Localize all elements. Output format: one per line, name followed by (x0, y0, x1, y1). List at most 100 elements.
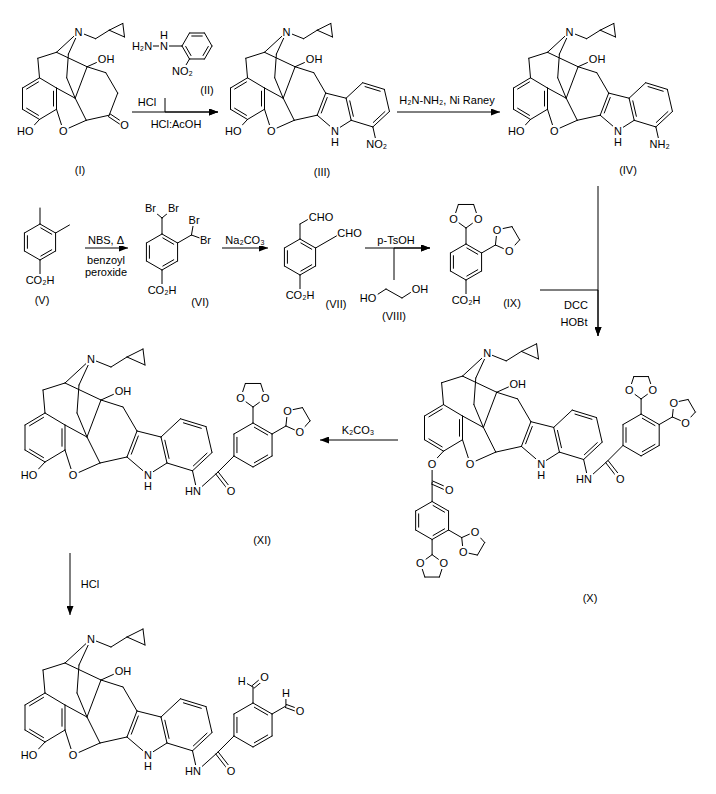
bond-line (597, 73, 609, 93)
bond-line (254, 455, 267, 463)
reagent-label: Na₂CO₃ (224, 234, 265, 246)
bond-line (45, 450, 65, 462)
bond-line (45, 730, 65, 742)
reaction-arrow (85, 248, 128, 249)
bond-line (518, 82, 530, 89)
bond-line (137, 431, 161, 437)
bond-line (182, 46, 190, 59)
bond-line (450, 271, 466, 280)
bond-line (425, 577, 440, 578)
bond-line (518, 399, 531, 422)
atom-label: NO₂ (365, 138, 388, 150)
reaction-arrow (222, 248, 268, 249)
compound-number: (IX) (502, 297, 522, 309)
bond-line (65, 705, 87, 717)
bond-line (548, 52, 579, 66)
bond-line (548, 88, 567, 98)
bond-line (416, 530, 432, 540)
bond-line (62, 429, 63, 447)
bond-line (43, 390, 45, 413)
atom-label: HN (184, 765, 202, 777)
atom-label: HN (575, 473, 593, 485)
atom-label: HO (16, 125, 35, 137)
bond-line (75, 67, 87, 98)
bond-line (236, 717, 237, 732)
bond-line (642, 418, 655, 425)
bond-line (331, 23, 333, 37)
bond-line (287, 251, 288, 264)
bond-line (575, 414, 592, 419)
bond-line (161, 437, 167, 463)
bond-line (67, 78, 76, 98)
bond-line (474, 405, 484, 428)
atom-label: O (465, 458, 476, 470)
atom-label: O (669, 397, 680, 409)
bond-line (584, 443, 597, 455)
atom-label: N (86, 633, 96, 645)
bond-line (233, 434, 234, 456)
bond-line (165, 720, 169, 738)
atom-label: O (235, 392, 246, 404)
bond-line (626, 428, 627, 443)
bond-line (604, 97, 610, 112)
atom-label: HO (224, 125, 243, 137)
bond-line (294, 115, 317, 120)
bond-line (365, 87, 380, 92)
atom-label: CO₂H (25, 274, 56, 286)
bond-line (177, 243, 178, 261)
bond-line (453, 256, 454, 269)
reaction-arrow (165, 98, 218, 112)
bond-line (521, 344, 536, 352)
compound-number: (I) (74, 164, 86, 176)
bond-line (559, 452, 583, 459)
reagent-label: H₂N-NH₂, Ni Raney (398, 94, 495, 106)
atom-label: H (330, 136, 340, 148)
bond-line (77, 385, 79, 413)
bond-line (450, 244, 466, 253)
atom-label: O (282, 405, 293, 417)
bond-line (304, 30, 318, 39)
bond-line (25, 413, 45, 425)
bond-line (272, 426, 286, 434)
atom-label: H (237, 675, 247, 687)
bond-line (521, 351, 538, 359)
bond-line (24, 233, 25, 251)
atom-label: N (159, 40, 169, 52)
bond-line (272, 714, 273, 736)
bond-line (109, 23, 123, 30)
bond-line (57, 88, 76, 98)
bond-line (432, 540, 433, 555)
atom-label: OH (114, 665, 133, 677)
bond-line (295, 67, 314, 73)
atom-label: O (119, 119, 130, 131)
bond-line (65, 425, 87, 437)
bond-line (424, 416, 425, 440)
bond-line (444, 440, 463, 451)
bond-line (623, 445, 641, 455)
atom-label: HO (507, 125, 526, 137)
bond-line (300, 224, 301, 239)
bond-line (65, 705, 66, 730)
bond-line (96, 30, 110, 39)
bond-line (245, 383, 260, 384)
bond-line (53, 91, 54, 106)
bond-line (111, 357, 127, 367)
compound-number: (III) (313, 166, 332, 178)
atom-label: NO₂ (171, 65, 194, 77)
bond-line (40, 78, 57, 88)
bond-line (206, 427, 212, 453)
bond-line (45, 693, 65, 705)
compound-number: (IV) (618, 164, 638, 176)
bond-line (43, 670, 45, 693)
atom-label: O (415, 557, 426, 569)
atom-label: O (439, 557, 450, 569)
reagent-label: HOBt (560, 316, 589, 328)
bond-line (554, 410, 573, 427)
bond-line (146, 243, 147, 261)
bond-line (203, 46, 208, 55)
bond-line (607, 445, 623, 461)
bond-line (253, 456, 272, 467)
bond-line (283, 98, 294, 120)
